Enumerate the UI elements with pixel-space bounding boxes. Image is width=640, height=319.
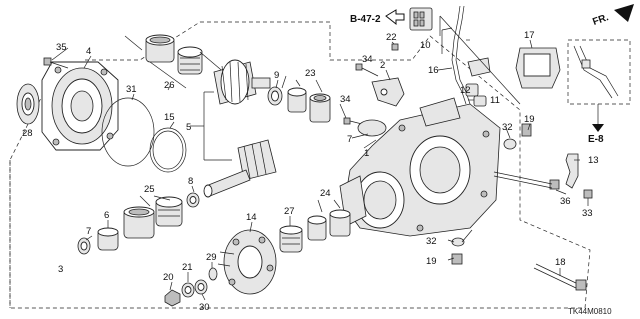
callout-19-bottom: 19 — [426, 256, 437, 267]
taper-bearing-part[interactable] — [279, 225, 303, 253]
callout-17: 17 — [524, 30, 535, 41]
callout-1: 1 — [364, 148, 369, 159]
callout-9: 9 — [274, 70, 279, 81]
oil-seal-part[interactable] — [16, 83, 40, 125]
diagram-code: TK44M0810 — [568, 307, 612, 316]
callout-30: 30 — [199, 302, 210, 313]
clip-part[interactable] — [467, 57, 491, 77]
hypoid-ring-gear-part[interactable] — [213, 59, 271, 105]
bearing-race-part[interactable] — [123, 206, 155, 239]
drain-plug-part[interactable] — [451, 253, 463, 265]
callout-2: 2 — [380, 60, 385, 71]
callout-25: 25 — [144, 184, 155, 195]
spacer-part[interactable] — [194, 279, 208, 295]
bolt-part[interactable] — [583, 189, 593, 199]
callout-31: 31 — [126, 84, 137, 95]
callout-23: 23 — [305, 68, 316, 79]
callout-3: 3 — [58, 264, 63, 275]
lock-nut-part[interactable] — [164, 289, 181, 307]
callout-7-center: 7 — [347, 134, 352, 145]
spacer-part[interactable] — [186, 192, 200, 208]
callout-28: 28 — [22, 128, 33, 139]
callout-8: 8 — [188, 176, 193, 187]
callout-22: 22 — [386, 32, 397, 43]
callout-34-top: 34 — [362, 54, 373, 65]
clamp-part[interactable] — [465, 83, 479, 97]
callout-19-right: 19 — [524, 114, 535, 125]
control-unit-part[interactable] — [515, 47, 561, 89]
washer-part[interactable] — [181, 282, 195, 298]
stay-bracket-part[interactable] — [565, 153, 579, 189]
front-label: FR. — [591, 12, 610, 28]
callout-10: 10 — [420, 40, 431, 51]
callout-32-right: 32 — [502, 122, 513, 133]
sub-diagram-panel — [567, 39, 631, 124]
reference-arrow-icon[interactable] — [592, 124, 604, 132]
bolt-part[interactable] — [343, 117, 363, 125]
callout-26: 26 — [164, 80, 175, 91]
washer-part[interactable] — [503, 138, 517, 150]
callout-35: 35 — [56, 42, 67, 53]
callout-16: 16 — [428, 65, 439, 76]
drive-pinion-part[interactable] — [203, 139, 277, 198]
companion-flange-part[interactable] — [217, 229, 277, 295]
washer-part[interactable] — [451, 237, 465, 247]
taper-bearing-part[interactable] — [155, 196, 183, 227]
callout-6: 6 — [104, 210, 109, 221]
taper-bearing-part[interactable] — [177, 46, 203, 75]
callout-32-bottom: 32 — [426, 236, 437, 247]
callout-34-mid: 34 — [340, 94, 351, 105]
front-direction-arrow — [614, 4, 634, 22]
callout-33: 33 — [582, 208, 593, 219]
shim-washer-part[interactable] — [267, 86, 283, 106]
drain-plug-part[interactable] — [521, 123, 532, 137]
o-ring-part[interactable] — [101, 97, 155, 167]
callout-20: 20 — [163, 272, 174, 283]
callout-36: 36 — [560, 196, 571, 207]
reference-label-e8[interactable]: E-8 — [588, 134, 604, 145]
transfer-case-part[interactable] — [339, 97, 501, 237]
cover-plate-part[interactable] — [357, 119, 387, 137]
bolt-part[interactable] — [43, 57, 69, 69]
reference-label-b47[interactable]: B-47-2 — [350, 14, 381, 25]
callout-15: 15 — [164, 112, 175, 123]
long-bolt-part[interactable] — [493, 171, 560, 190]
bearing-race-part[interactable] — [145, 34, 175, 63]
harness-clip-part[interactable] — [409, 7, 433, 31]
shim-part[interactable] — [208, 267, 218, 281]
reference-arrow-icon[interactable] — [385, 9, 405, 26]
callout-5: 5 — [186, 122, 191, 133]
clip-part[interactable] — [473, 95, 487, 107]
callout-7: 7 — [86, 226, 91, 237]
o-ring-small-part[interactable] — [149, 127, 187, 173]
callout-4: 4 — [86, 46, 91, 57]
callout-21: 21 — [182, 262, 193, 273]
callout-11: 11 — [490, 95, 500, 106]
callout-18: 18 — [555, 257, 566, 268]
bearing-set-part[interactable] — [307, 209, 351, 241]
bolt-part[interactable] — [355, 63, 379, 77]
mounting-bolt-part[interactable] — [533, 263, 587, 291]
bracket-part[interactable] — [371, 77, 405, 107]
callout-13: 13 — [588, 155, 599, 166]
plug-part[interactable] — [391, 43, 399, 51]
callout-29: 29 — [206, 252, 217, 263]
callout-27: 27 — [284, 206, 295, 217]
flange-housing-part[interactable] — [41, 61, 119, 151]
callout-24: 24 — [320, 188, 331, 199]
collar-part[interactable] — [97, 227, 119, 251]
callout-12: 12 — [460, 85, 471, 96]
callout-14: 14 — [246, 212, 257, 223]
bearing-set-part[interactable] — [287, 87, 331, 123]
oil-seal-part[interactable] — [77, 237, 91, 255]
